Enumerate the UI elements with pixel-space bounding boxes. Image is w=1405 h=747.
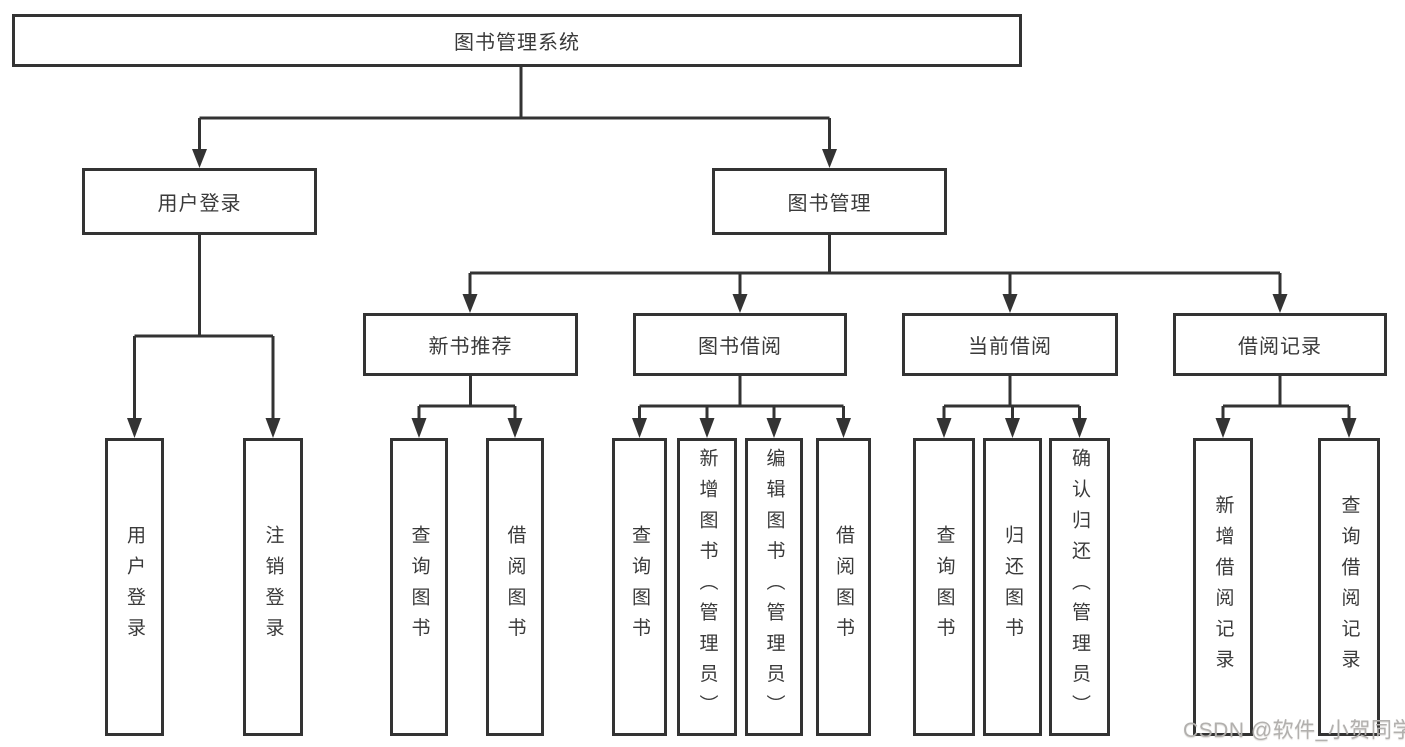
- arrowheads: [127, 149, 1357, 438]
- leaf-edit-book-admin: 编辑图书（管理员）: [745, 438, 803, 736]
- leaf-logout: 注销登录: [243, 438, 303, 736]
- node-book-borrow: 图书借阅: [633, 313, 847, 376]
- node-current-borrow: 当前借阅: [902, 313, 1118, 376]
- leaf-add-book-admin: 新增图书（管理员）: [677, 438, 737, 736]
- leaf-user-login: 用户登录: [105, 438, 164, 736]
- leaf-query-borrow-record: 查询借阅记录: [1318, 438, 1380, 736]
- leaf-query-book-recommend: 查询图书: [390, 438, 448, 736]
- node-book-mgmt: 图书管理: [712, 168, 947, 235]
- leaf-query-book-borrow: 查询图书: [612, 438, 667, 736]
- leaf-add-borrow-record: 新增借阅记录: [1193, 438, 1253, 736]
- leaf-borrow-book-recommend: 借阅图书: [486, 438, 544, 736]
- connector-paths: [133, 66, 1351, 420]
- node-new-book-recommend: 新书推荐: [363, 313, 578, 376]
- csdn-watermark: CSDN @软件_小贺同学: [1183, 719, 1405, 742]
- leaf-return-book: 归还图书: [983, 438, 1042, 736]
- leaf-borrow-book: 借阅图书: [816, 438, 871, 736]
- node-user-login: 用户登录: [82, 168, 317, 235]
- leaf-confirm-return-admin: 确认归还（管理员）: [1049, 438, 1110, 736]
- node-root: 图书管理系统: [12, 14, 1022, 67]
- node-borrow-records: 借阅记录: [1173, 313, 1387, 376]
- leaf-query-book-current: 查询图书: [913, 438, 975, 736]
